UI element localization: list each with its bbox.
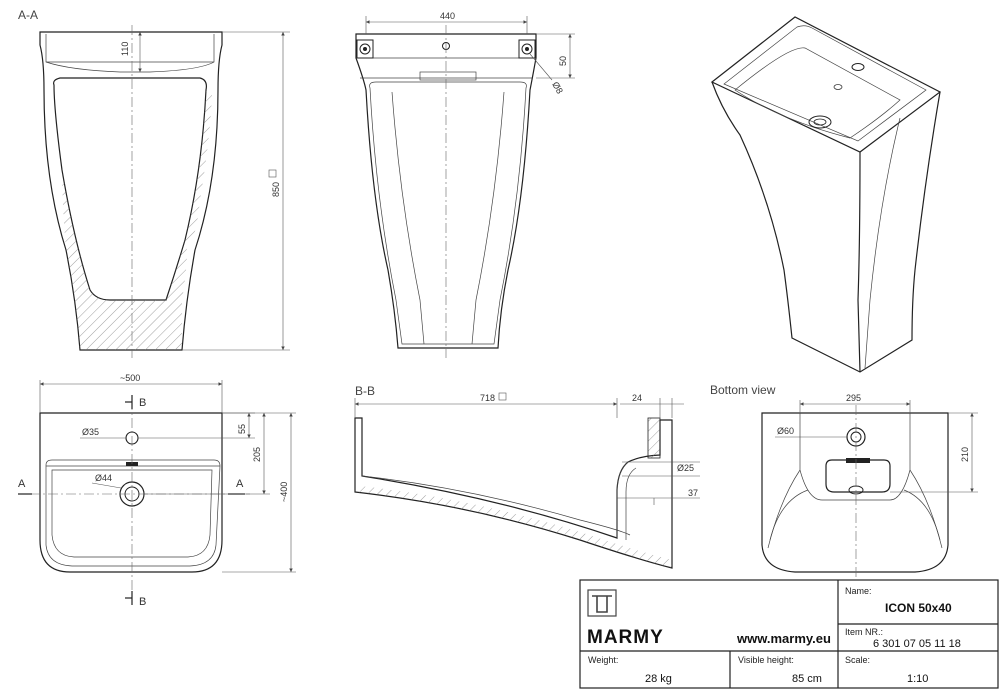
- dim-718: 718: [480, 393, 495, 403]
- name-value: ICON 50x40: [885, 601, 952, 615]
- bottom-view-label: Bottom view: [710, 383, 776, 397]
- scale-label: Scale:: [845, 655, 870, 665]
- dim-400: ~400: [279, 482, 289, 502]
- weight-label: Weight:: [588, 655, 618, 665]
- front-left-bracket: [356, 39, 374, 59]
- dim-55: 55: [237, 424, 247, 434]
- dim-210: 210: [960, 447, 970, 462]
- visible-height-label: Visible height:: [738, 655, 794, 665]
- brand-name: MARMY: [587, 627, 664, 648]
- section-marker-b-top: B: [139, 397, 146, 409]
- top-view: A A B B ~500 Ø35 Ø44 55 205 ~400: [18, 373, 296, 608]
- front-right-bracket: [518, 39, 536, 59]
- dim-50: 50: [558, 56, 568, 66]
- marmy-logo-icon: [587, 589, 617, 617]
- name-label: Name:: [845, 586, 872, 596]
- iso-top-rim: [710, 16, 942, 153]
- bottom-outer-profile: [761, 412, 949, 573]
- aa-bowl: [45, 34, 215, 73]
- bb-hatch-bottom: [355, 486, 672, 568]
- weight-value: 28 kg: [645, 673, 672, 685]
- iso-tap-hole: [851, 63, 865, 71]
- dim-8: Ø8: [550, 80, 565, 95]
- front-view: 440 50 Ø8: [355, 11, 575, 358]
- bb-tap-section: [647, 417, 661, 459]
- perspective-view: [710, 16, 942, 373]
- iso-drain: [808, 115, 832, 129]
- dim-24: 24: [632, 393, 642, 403]
- bottom-view: Bottom view 295 Ø60 210: [710, 383, 978, 580]
- top-bowl-inner: [51, 469, 213, 558]
- dim-850: 850: [271, 182, 281, 197]
- dim-25: Ø25: [677, 463, 694, 473]
- section-bb-view: B-B 718 24 Ø25 37: [354, 384, 700, 569]
- dim-35: Ø35: [82, 427, 99, 437]
- bb-outer-profile: [354, 417, 673, 569]
- dim-60: Ø60: [777, 426, 794, 436]
- dim-500: ~500: [120, 373, 140, 383]
- dim-205: 205: [252, 447, 262, 462]
- bottom-bowl-underside: [825, 459, 891, 493]
- top-outer-profile: [39, 412, 223, 573]
- item-value: 6 301 07 05 11 18: [873, 638, 961, 650]
- dim-110: 110: [120, 42, 130, 56]
- top-bowl-outer: [45, 459, 221, 567]
- section-marker-b-bottom: B: [139, 596, 146, 608]
- aa-hatch-right: [185, 90, 212, 242]
- title-block: MARMY www.marmy.eu Name: ICON 50x40 Item…: [579, 579, 999, 689]
- front-outer-profile: [355, 33, 537, 349]
- dim-295: 295: [846, 393, 861, 403]
- front-inner-line: [369, 81, 527, 345]
- dim-44: Ø44: [95, 473, 112, 483]
- section-bb-label: B-B: [355, 384, 375, 398]
- section-aa-view: A-A 110 850: [18, 8, 290, 358]
- visible-height-value: 85 cm: [792, 673, 822, 685]
- iso-bowl-inner: [734, 47, 901, 139]
- section-marker-a-left: A: [18, 478, 26, 490]
- brand-website: www.marmy.eu: [736, 631, 831, 646]
- iso-bowl-rim: [723, 25, 927, 142]
- dim-37: 37: [688, 488, 698, 498]
- dim-440: 440: [440, 11, 455, 21]
- scale-value: 1:10: [907, 673, 928, 685]
- aa-hatch-area: [62, 170, 187, 350]
- section-marker-a-right: A: [236, 478, 244, 490]
- aa-inner-cavity: [53, 77, 207, 301]
- section-aa-label: A-A: [18, 8, 38, 22]
- item-label: Item NR.:: [845, 627, 883, 637]
- iso-pedestal: [711, 81, 941, 373]
